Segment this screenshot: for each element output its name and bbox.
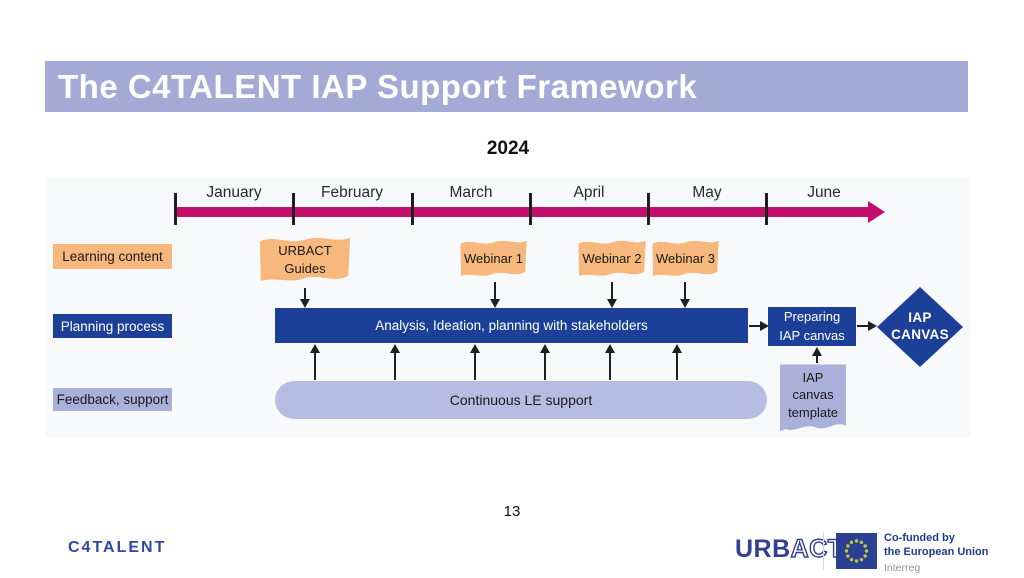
urbact-logo-outline: ACT bbox=[790, 534, 844, 563]
webinar-2-label: Webinar 2 bbox=[582, 250, 642, 266]
arrow-up bbox=[470, 344, 480, 380]
timeline-tick bbox=[529, 193, 532, 225]
arrow-right bbox=[857, 321, 877, 331]
month-label-january: January bbox=[206, 184, 262, 201]
webinar-1-flag: Webinar 1 bbox=[459, 236, 528, 281]
document-shape bbox=[780, 364, 846, 432]
arrow-up bbox=[605, 344, 615, 380]
arrow-down bbox=[680, 282, 690, 308]
c4talent-logo: C4TALENT bbox=[68, 539, 167, 556]
iap-canvas-label: IAP CANVAS bbox=[891, 310, 949, 342]
page-title: The C4TALENT IAP Support Framework bbox=[58, 67, 698, 105]
eu-flag bbox=[836, 533, 877, 569]
webinar-3-label: Webinar 3 bbox=[655, 250, 715, 266]
urbact-guides-label: URBACT Guides bbox=[278, 242, 332, 276]
analysis-bar: Analysis, Ideation, planning with stakeh… bbox=[275, 308, 748, 343]
title-bar: The C4TALENT IAP Support Framework bbox=[45, 61, 968, 112]
flag-shape bbox=[460, 240, 527, 277]
month-label-february: February bbox=[320, 184, 384, 201]
flag-shape bbox=[259, 238, 351, 281]
page-number: 13 bbox=[503, 503, 521, 520]
diamond-shape bbox=[877, 287, 963, 367]
row-label-feedback-support: Feedback, support bbox=[53, 388, 172, 411]
arrow-right bbox=[749, 321, 769, 331]
row-label-planning-process: Planning process bbox=[53, 314, 172, 338]
month-label-april: April bbox=[573, 184, 605, 201]
timeline-tick bbox=[411, 193, 414, 225]
month-label-june: June bbox=[807, 184, 841, 201]
eu-funding-line1: Co-funded by bbox=[884, 532, 955, 544]
iap-canvas-template-doc: IAP canvas template bbox=[780, 363, 846, 437]
timeline-tick bbox=[292, 193, 295, 225]
arrow-up bbox=[812, 347, 822, 363]
arrow-up bbox=[672, 344, 682, 380]
footer-divider bbox=[823, 532, 824, 570]
arrow-up bbox=[310, 344, 320, 380]
eu-flag-stars bbox=[844, 539, 869, 563]
webinar-2-flag: Webinar 2 bbox=[577, 236, 647, 281]
timeline-tick bbox=[765, 193, 768, 225]
arrow-down bbox=[490, 282, 500, 308]
urbact-logo: URBACT bbox=[735, 534, 844, 564]
flag-shape bbox=[652, 240, 719, 277]
row-label-learning-content: Learning content bbox=[53, 244, 172, 269]
month-label-march: March bbox=[449, 184, 493, 201]
timeline-bar bbox=[175, 201, 885, 223]
month-label-may: May bbox=[692, 184, 722, 201]
flag-shape bbox=[578, 240, 646, 277]
arrow-down bbox=[300, 288, 310, 308]
urbact-guides-flag: URBACT Guides bbox=[258, 232, 352, 287]
urbact-logo-solid: URB bbox=[735, 535, 791, 563]
iap-canvas-diamond: IAP CANVAS bbox=[877, 287, 963, 367]
eu-funding-text: Co-funded by the European Union Interreg bbox=[884, 532, 989, 575]
interreg-label: Interreg bbox=[884, 561, 921, 574]
timeline-tick bbox=[174, 193, 177, 225]
preparing-iap-canvas-box: Preparing IAP canvas bbox=[768, 307, 856, 346]
iap-canvas-template-label: IAP canvas template bbox=[788, 369, 838, 420]
year-label: 2024 bbox=[486, 138, 530, 159]
webinar-3-flag: Webinar 3 bbox=[651, 236, 720, 281]
webinar-1-label: Webinar 1 bbox=[463, 250, 523, 266]
eu-funding-line2: the European Union bbox=[884, 545, 989, 558]
arrow-down bbox=[607, 282, 617, 308]
arrow-up bbox=[390, 344, 400, 380]
continuous-support-pill: Continuous LE support bbox=[275, 381, 767, 419]
timeline-tick bbox=[647, 193, 650, 225]
arrow-up bbox=[540, 344, 550, 380]
